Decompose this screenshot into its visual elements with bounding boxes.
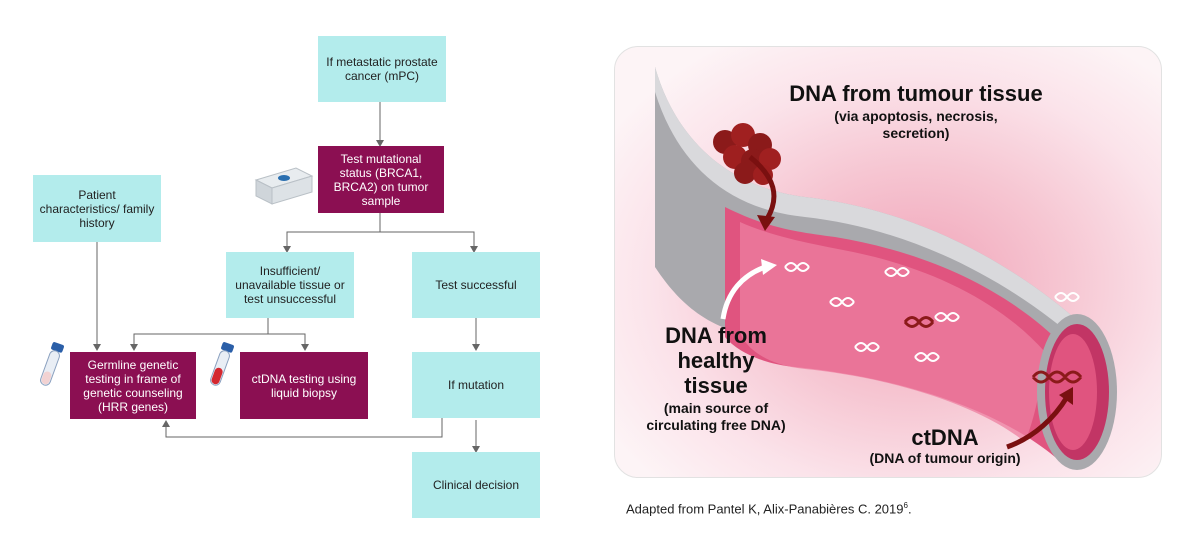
box-test-mutational-status: Test mutational status (BRCA1, BRCA2) on…: [318, 146, 444, 213]
box-test-successful: Test successful: [412, 252, 540, 318]
box-if-mutation: If mutation: [412, 352, 540, 418]
ctdna-label: ctDNA (DNA of tumour origin): [845, 425, 1045, 467]
arrow-test-to-successful: [380, 231, 478, 253]
tumour-dna-subtitle: (via apoptosis, necrosis, secretion): [834, 108, 998, 141]
caption-reference: 6: [903, 501, 908, 510]
blood-tube-icon: [40, 342, 64, 386]
ctdna-title: ctDNA: [911, 425, 979, 450]
tumour-dna-fragments: [903, 316, 1083, 384]
dna-fragments: [784, 262, 1080, 362]
caption-end: .: [907, 501, 912, 517]
box-clinical-decision: Clinical decision: [412, 452, 540, 518]
tumour-dna-label: DNA from tumour tissue (via apoptosis, n…: [781, 81, 1051, 142]
liquid-biopsy-tube-icon: [210, 342, 234, 386]
caption-text: Adapted from Pantel K, Alix-Panabières C…: [626, 501, 904, 517]
arrow-insufficient-to-ctdna: [268, 333, 309, 351]
source-caption: Adapted from Pantel K, Alix-Panabières C…: [626, 501, 912, 516]
arrow-test-to-insufficient: [283, 213, 381, 253]
blood-vessel-illustration: DNA from tumour tissue (via apoptosis, n…: [614, 46, 1162, 478]
vessel-drawing: [655, 67, 1117, 470]
box-germline-testing: Germline genetic testing in frame of gen…: [70, 352, 196, 419]
tumour-cell-cluster: [713, 123, 781, 185]
arrow-insufficient-to-germline: [130, 318, 269, 351]
box-insufficient-tissue: Insufficient/ unavailable tissue or test…: [226, 252, 354, 318]
box-patient-characteristics: Patient characteristics/ family history: [33, 175, 161, 242]
healthy-dna-title: DNA from healthy tissue: [665, 323, 767, 398]
arrow-mutation-to-germline: [162, 418, 443, 438]
box-ctdna-testing: ctDNA testing using liquid biopsy: [240, 352, 368, 419]
tumour-dna-title: DNA from tumour tissue: [789, 81, 1043, 106]
ctdna-subtitle: (DNA of tumour origin): [869, 450, 1021, 466]
box-if-metastatic: If metastatic prostate cancer (mPC): [318, 36, 446, 102]
flowchart-connectors: [40, 102, 480, 453]
healthy-dna-label: DNA from healthy tissue (main source of …: [621, 323, 811, 434]
tissue-sample-icon: [254, 167, 314, 205]
healthy-dna-subtitle: (main source of circulating free DNA): [646, 400, 786, 433]
